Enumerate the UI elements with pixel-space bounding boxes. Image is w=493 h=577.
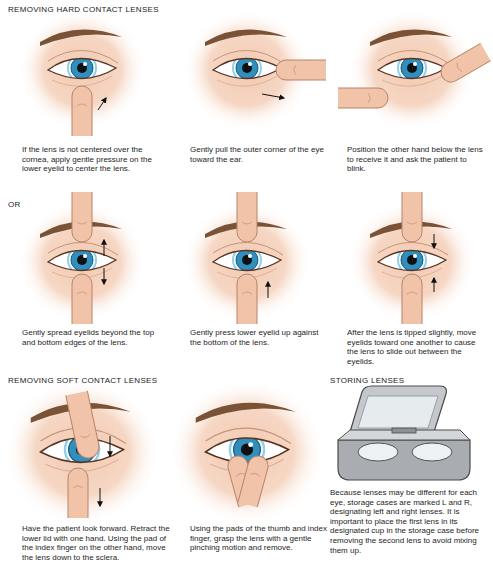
eye-figure xyxy=(18,192,146,324)
step-caption: After the lens is tipped slightly, move … xyxy=(347,328,487,366)
step-caption: Have the patient look forward. Retract t… xyxy=(22,524,174,562)
eye-figure xyxy=(338,10,491,130)
step-caption: Gently press lower eyelid up against the… xyxy=(190,328,330,347)
step-caption: Gently spread eyelids beyond the top and… xyxy=(22,328,164,347)
eye-figure xyxy=(183,192,311,324)
eye-figure xyxy=(169,379,325,525)
eye-figure xyxy=(18,10,146,136)
section-heading: REMOVING SOFT CONTACT LENSES xyxy=(8,376,308,386)
step-caption: If the lens is not centered over the cor… xyxy=(22,145,167,174)
section-heading: REMOVING HARD CONTACT LENSES xyxy=(8,5,308,15)
step-caption: Using the pads of the thumb and index fi… xyxy=(190,524,330,553)
section-heading: STORING LENSES xyxy=(330,376,490,386)
step-caption: Position the other hand below the lens t… xyxy=(347,145,487,174)
step-caption: Gently pull the outer corner of the eye … xyxy=(190,145,330,164)
step-caption: Because lenses may be different for each… xyxy=(330,488,486,555)
section-heading: OR xyxy=(8,200,48,210)
eye-figure xyxy=(183,10,326,130)
storage-case xyxy=(338,386,470,480)
eye-figure xyxy=(4,379,160,525)
eye-figure xyxy=(348,192,476,324)
